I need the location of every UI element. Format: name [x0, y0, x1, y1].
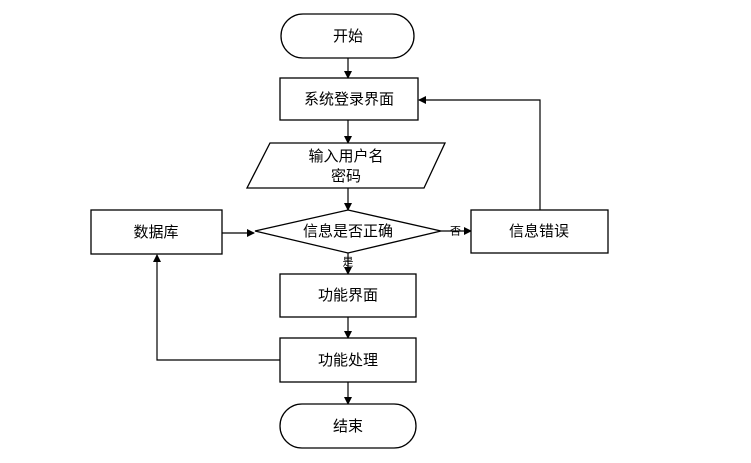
edge-error-to-login [418, 96, 541, 210]
node-login: 系统登录界面 [279, 77, 419, 121]
node-function-process: 功能处理 [279, 337, 417, 383]
node-end-label: 结束 [333, 417, 363, 435]
edge-process-to-database [153, 254, 280, 361]
node-start: 开始 [280, 13, 415, 59]
node-input: 输入用户名 密码 [245, 142, 447, 189]
node-error-label: 信息错误 [509, 222, 569, 240]
node-end: 结束 [279, 403, 417, 449]
node-function-ui: 功能界面 [279, 273, 417, 318]
edge-label-yes: 是 [343, 256, 354, 269]
node-database-label: 数据库 [133, 223, 178, 241]
node-function-process-label: 功能处理 [318, 351, 378, 369]
node-input-label-line1: 输入用户名 [308, 147, 383, 165]
node-function-ui-label: 功能界面 [318, 286, 378, 304]
edge-label-no: 否 [450, 225, 461, 238]
node-login-label: 系统登录界面 [304, 90, 394, 108]
node-start-label: 开始 [333, 27, 363, 45]
edges [153, 58, 541, 405]
node-input-label-line2: 密码 [331, 167, 361, 185]
node-check: 信息是否正确 [254, 209, 442, 254]
node-check-label: 信息是否正确 [303, 222, 393, 240]
node-error: 信息错误 [470, 209, 609, 254]
node-database: 数据库 [90, 209, 223, 255]
